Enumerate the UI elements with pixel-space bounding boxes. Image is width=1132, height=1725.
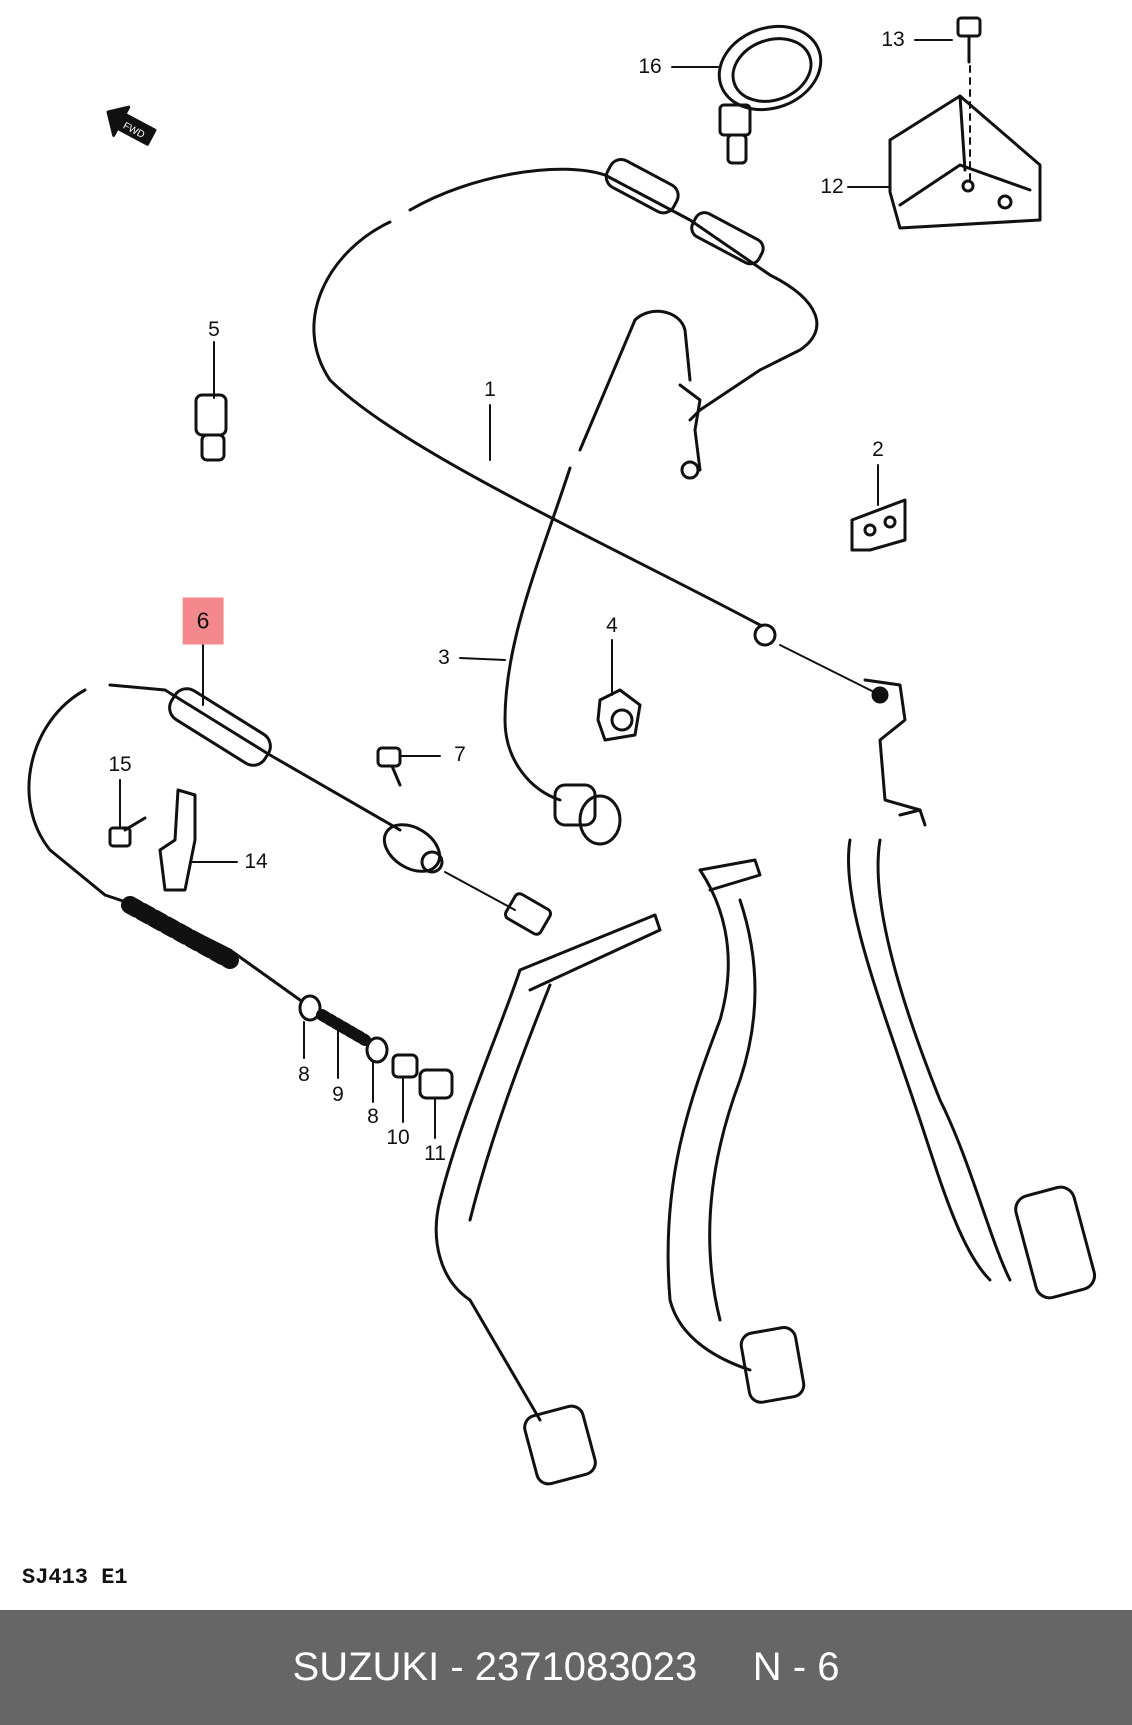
washer-part-8a: [298, 994, 322, 1022]
spring-part-9: [316, 1009, 371, 1046]
parts-diagram: FWD: [27, 16, 1097, 1486]
callout-12[interactable]: 12: [820, 175, 844, 198]
clamp-part-16: [717, 24, 823, 165]
callout-10[interactable]: 10: [386, 1126, 410, 1149]
callout-15[interactable]: 15: [108, 753, 132, 776]
footer-bar: SUZUKI - 2371083023 N - 6: [0, 1610, 1132, 1725]
bolt-part-13: [956, 16, 982, 187]
pedal-right: [846, 678, 1097, 1300]
bolt-part-15: [108, 816, 147, 848]
washer-part-8b: [365, 1036, 389, 1064]
cable-part-3: [503, 309, 702, 846]
callout-16[interactable]: 16: [638, 55, 662, 78]
pedal-center: [666, 858, 806, 1404]
fwd-arrow-icon: FWD: [106, 105, 157, 146]
drawing-code: SJ413 E1: [22, 1565, 128, 1590]
callout-2[interactable]: 2: [872, 438, 884, 461]
nut-part-11: [418, 1068, 454, 1100]
bushing-part-10: [391, 1053, 419, 1079]
callout-7[interactable]: 7: [454, 743, 466, 766]
callout-8a[interactable]: 8: [298, 1063, 310, 1086]
callout-6-highlighted[interactable]: 6: [182, 597, 224, 645]
footer-part-number: SUZUKI - 2371083023 N - 6: [292, 1645, 840, 1689]
callout-13[interactable]: 13: [881, 28, 905, 51]
cable-part-6: [27, 683, 552, 1002]
clip-part-7: [376, 746, 402, 787]
clip-part-2: [850, 498, 907, 552]
pedal-left: [434, 913, 662, 1486]
bracket-part-14: [158, 788, 197, 892]
callout-4[interactable]: 4: [606, 614, 618, 637]
leader-lines: [119, 39, 953, 1139]
clip-part-5: [194, 393, 228, 462]
callout-8b[interactable]: 8: [367, 1105, 379, 1128]
grommet-part-4: [596, 688, 642, 742]
callout-3[interactable]: 3: [438, 646, 450, 669]
callout-11[interactable]: 11: [424, 1142, 446, 1165]
callout-9[interactable]: 9: [332, 1083, 344, 1106]
callout-14[interactable]: 14: [244, 850, 268, 873]
callout-5[interactable]: 5: [208, 318, 220, 341]
cable-part-1: [312, 158, 889, 704]
callout-1[interactable]: 1: [484, 378, 496, 401]
bracket-part-12: [888, 94, 1042, 230]
